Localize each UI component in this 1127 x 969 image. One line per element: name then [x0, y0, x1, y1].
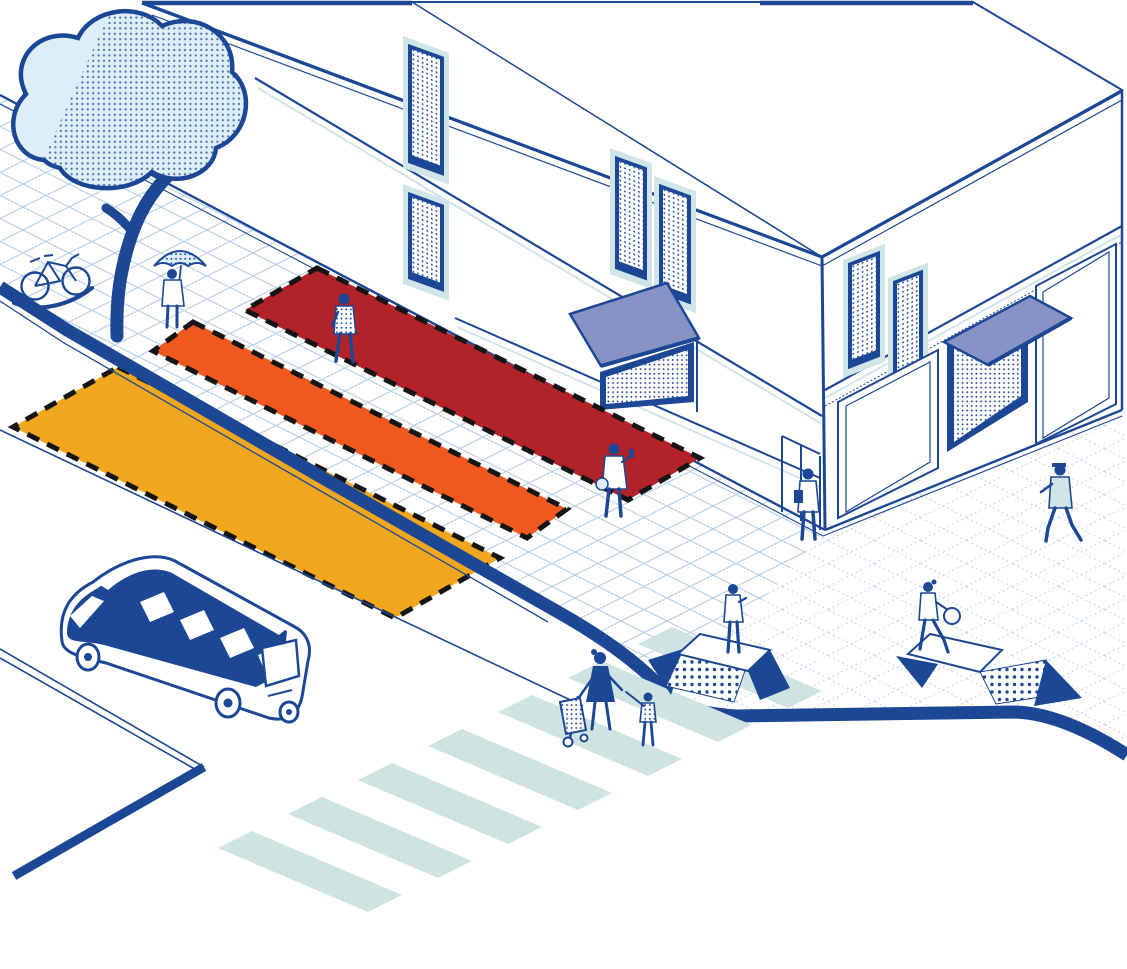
sidewalk-left-grid [0, 95, 825, 700]
curb-ramp-left [648, 632, 790, 703]
ramp-flare [648, 648, 686, 695]
roof-inner-edge [411, 1, 823, 258]
pedestrian-right-sidewalk [1039, 463, 1083, 543]
window [843, 243, 885, 378]
window [610, 148, 652, 290]
floor-line-right-thin [824, 241, 1123, 407]
lane-line-thick [11, 763, 207, 880]
ramp-flare [1034, 660, 1082, 706]
shopping-cart [558, 695, 589, 748]
van-side-window [180, 610, 214, 640]
pedestrian-grandparent [558, 649, 624, 748]
crosswalk-stripe [358, 763, 542, 844]
crosswalk-stripe [428, 729, 612, 810]
door [781, 435, 821, 530]
bicycle [12, 253, 94, 310]
zone-orange [148, 319, 572, 541]
curb-base-line [0, 300, 549, 623]
van-rear-handle [267, 689, 293, 697]
pedestrian-umbrella [153, 250, 207, 329]
lane-line-double-1 [0, 648, 205, 768]
zone-yellow [7, 364, 506, 621]
window [654, 176, 696, 314]
crosswalk-stripe [218, 831, 402, 912]
van-side-window [220, 628, 254, 658]
tree-branch [101, 203, 138, 237]
base-line-right-2 [822, 415, 1123, 537]
floor-line-right-pale [824, 233, 1123, 399]
pedestrian-corner [794, 468, 820, 541]
crosswalk-stripe [288, 797, 472, 878]
van-rear-window [260, 638, 301, 688]
tree-foliage-halftone [20, 11, 246, 189]
building [0, 0, 1125, 537]
van [59, 555, 311, 724]
lane-line-thin [0, 429, 584, 707]
floor-line-left [254, 77, 823, 417]
van-windshield [70, 596, 104, 628]
cornice-right [821, 89, 1123, 259]
curb-ramp-right [896, 632, 1082, 706]
ramp-flare [896, 656, 938, 688]
storefront-left [454, 317, 821, 530]
window [403, 184, 449, 301]
bike-rack [12, 286, 94, 310]
zone-red [239, 265, 706, 503]
corner-edge [820, 256, 827, 531]
lane-line-double-2 [0, 657, 201, 773]
tree [10, 9, 249, 343]
awning-right [941, 294, 1074, 367]
floor-line-left-pale [257, 87, 823, 425]
shopping-bag [943, 607, 961, 625]
street [0, 281, 1127, 912]
base-line-right [824, 408, 1123, 532]
pedestrian-ramp-left [723, 584, 748, 654]
pedestrian-phone [595, 443, 634, 518]
awning-left [568, 281, 701, 412]
cornice-left [141, 1, 823, 259]
parapet-line-left [151, 14, 823, 267]
ramp-flare [748, 650, 790, 700]
parapet-line-right [821, 99, 1123, 267]
van-roof [100, 561, 286, 635]
pedestrian-ramp-right [918, 579, 961, 654]
van-side-window [140, 592, 174, 622]
crosswalk-stripe [498, 695, 682, 776]
pedestrian-child [625, 691, 657, 747]
window [403, 36, 449, 185]
pedestrian-red-zone [330, 293, 357, 364]
